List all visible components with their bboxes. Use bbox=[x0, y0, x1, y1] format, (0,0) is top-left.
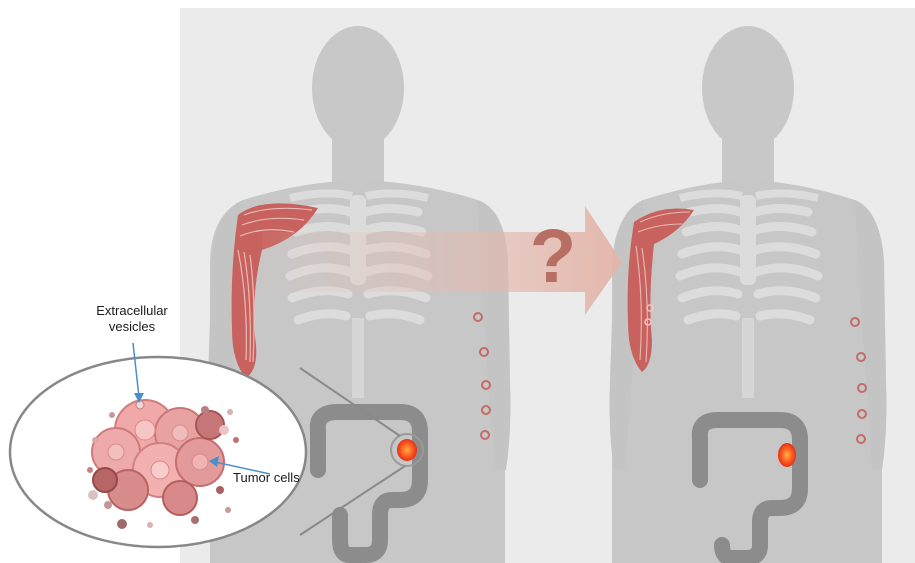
left-tumor bbox=[397, 439, 417, 461]
right-tumor bbox=[778, 443, 796, 467]
extracellular-vesicles-label-line1: Extracellular bbox=[80, 303, 184, 319]
left-neck bbox=[332, 135, 384, 185]
extracellular-vesicles-label-line2: vesicles bbox=[80, 319, 184, 335]
extracellular-vesicles-label: Extracellular vesicles bbox=[80, 303, 184, 335]
tumor-cells-label: Tumor cells bbox=[233, 470, 300, 486]
left-head bbox=[312, 26, 404, 150]
right-head bbox=[702, 26, 794, 150]
right-neck bbox=[722, 135, 774, 185]
question-mark: ? bbox=[528, 212, 578, 302]
